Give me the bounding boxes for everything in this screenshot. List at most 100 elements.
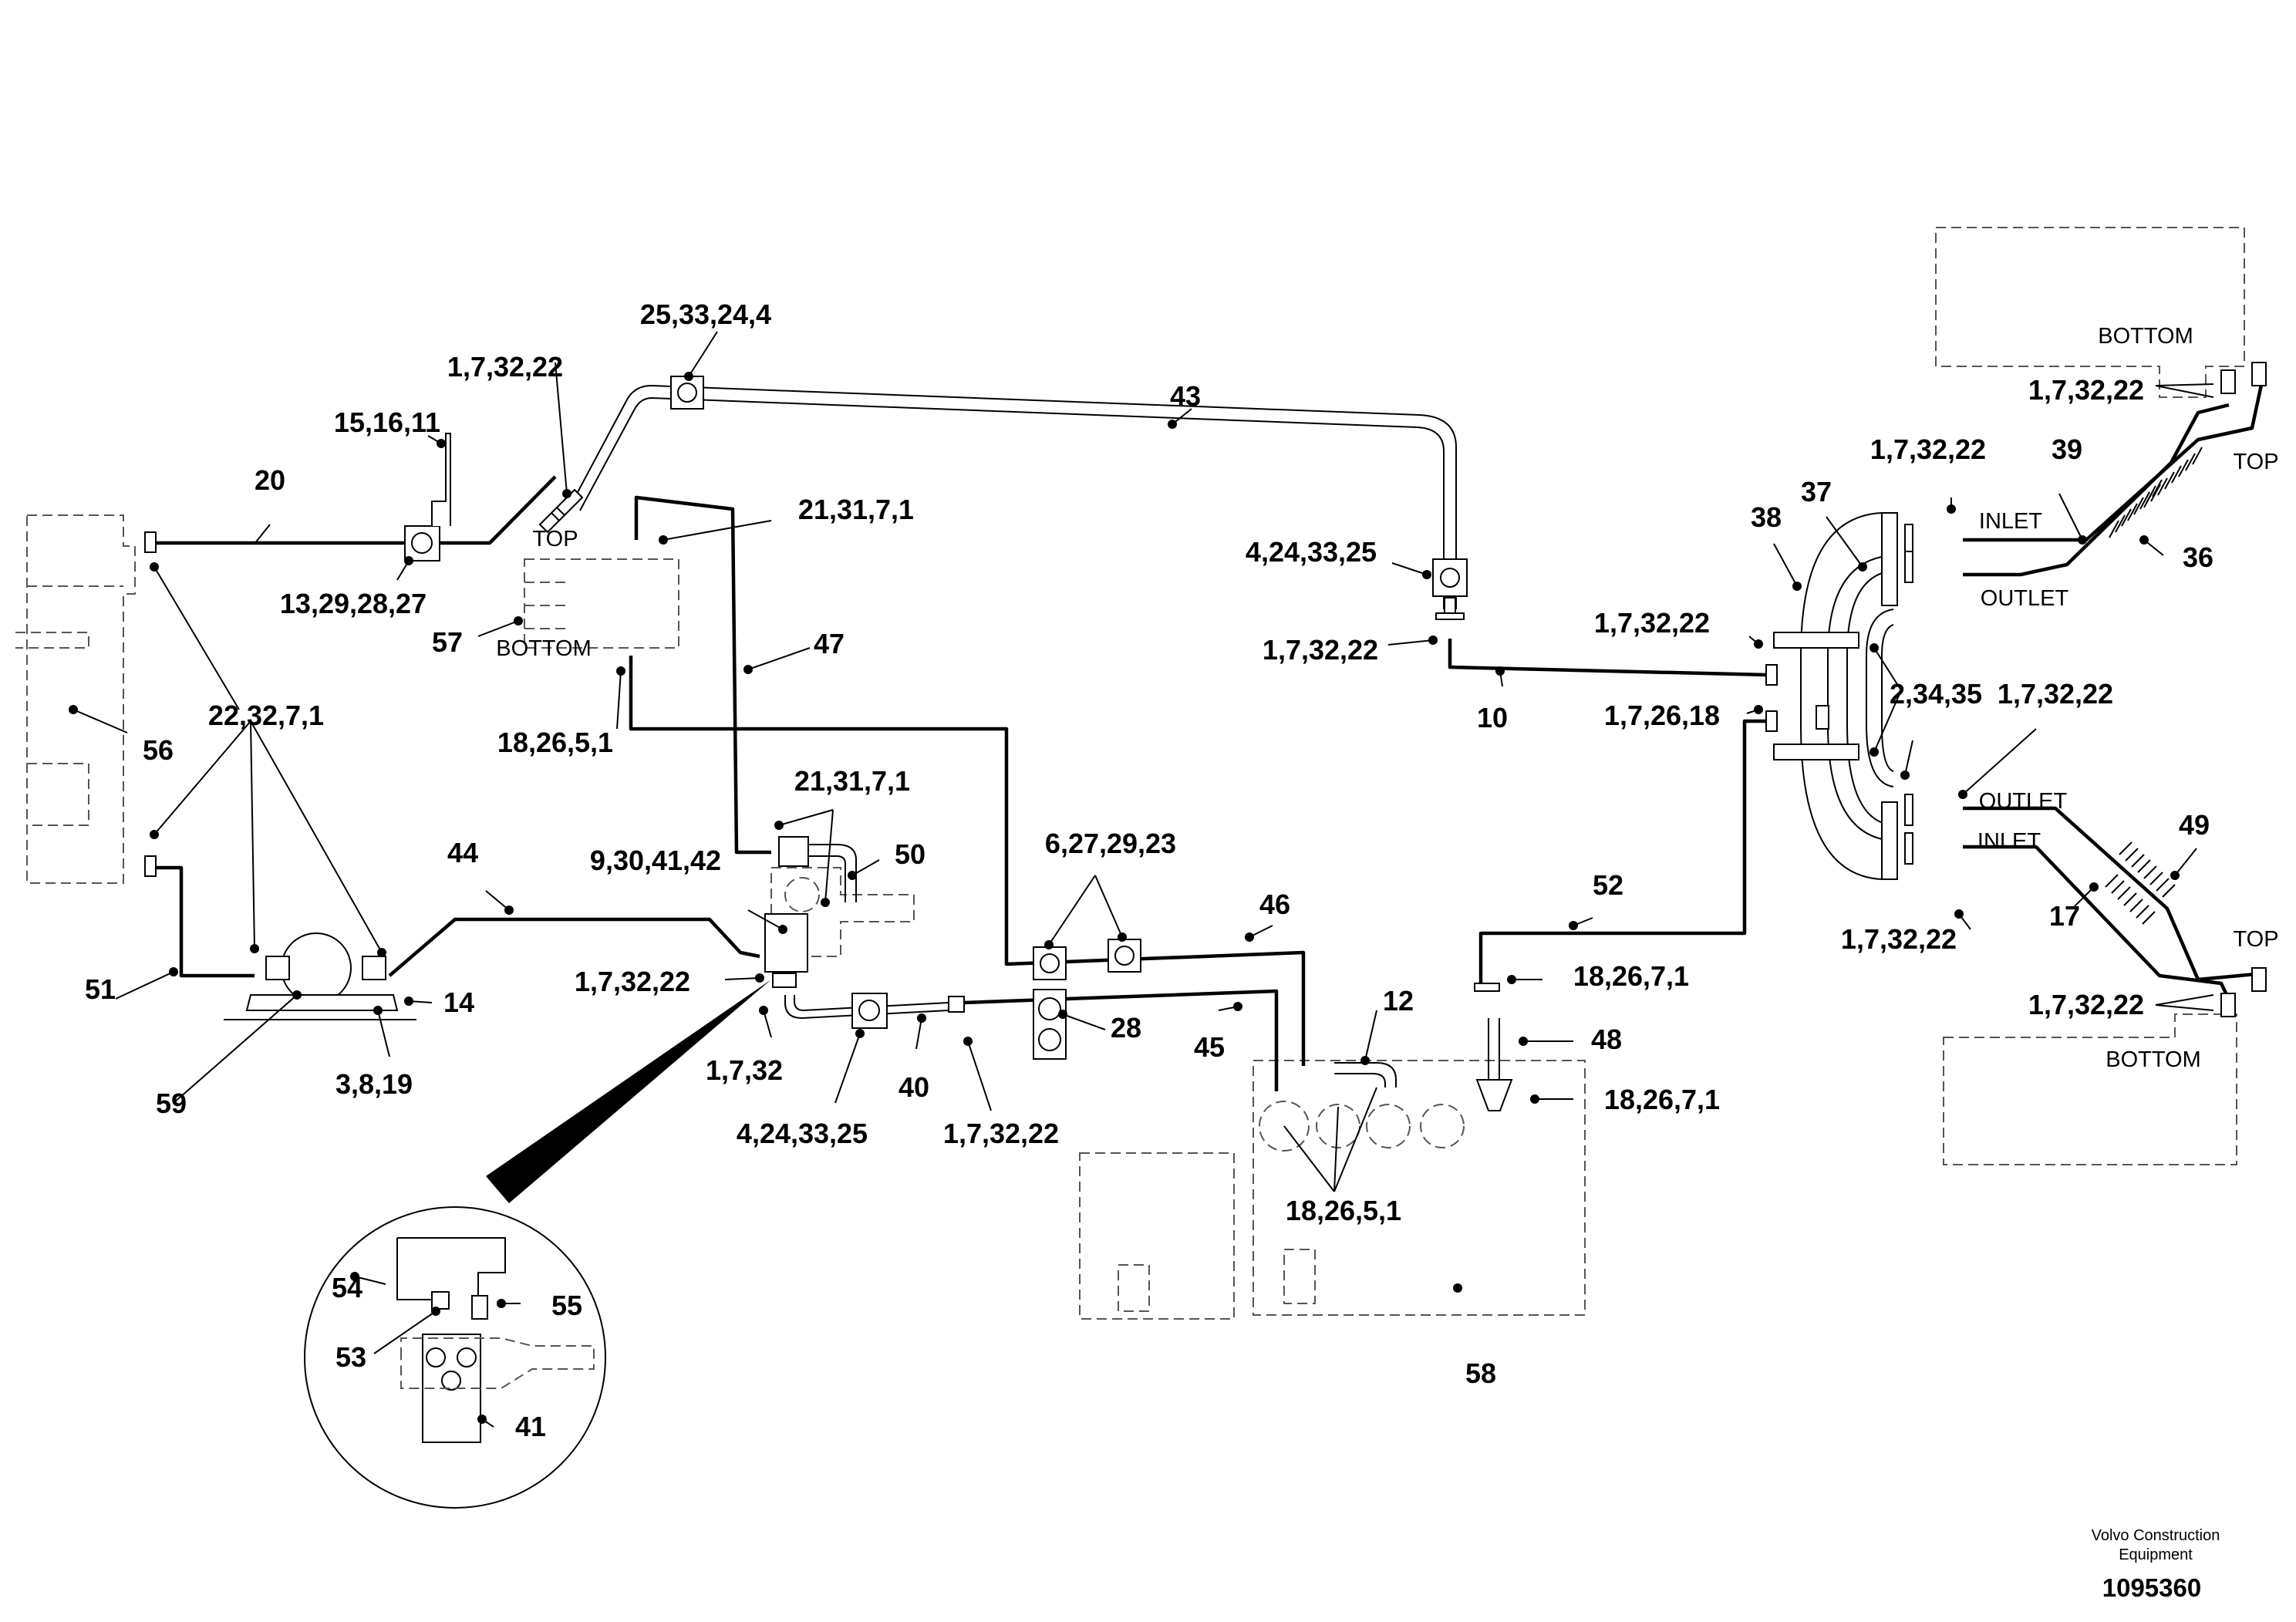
component-57-valve-outline [524, 558, 679, 649]
callout-28: 28 [1111, 1012, 1141, 1044]
callout-37: 37 [1801, 476, 1832, 508]
label-top: TOP [2233, 450, 2278, 474]
component-56-tank-outline [15, 514, 136, 884]
hose-45 [963, 989, 1279, 1091]
spring-guard-17 [2105, 874, 2156, 925]
callout-49: 49 [2179, 809, 2210, 841]
hose-10 [1448, 639, 1767, 677]
callout-1-7-32-22: 1,7,32,22 [1841, 923, 1957, 955]
callout-18-26-7-1: 18,26,7,1 [1604, 1084, 1720, 1115]
document-number: 1095360 [2102, 1573, 2201, 1602]
pipe-43-upper-rigid [570, 384, 1457, 609]
callout-13-29-28-27: 13,29,28,27 [280, 588, 426, 619]
callout-48: 48 [1591, 1023, 1622, 1055]
callout-1-7-32-22: 1,7,32,22 [943, 1118, 1059, 1149]
callout-1-7-32-22: 1,7,32,22 [2028, 374, 2144, 406]
callout-6-27-29-23: 6,27,29,23 [1045, 828, 1176, 859]
callout-56: 56 [143, 734, 174, 766]
clamp-6-27-29-23 [1033, 939, 1141, 980]
callout-50: 50 [895, 838, 925, 870]
callout-3-8-19: 3,8,19 [335, 1068, 413, 1100]
callout-4-24-33-25: 4,24,33,25 [1246, 536, 1377, 568]
callout-20: 20 [255, 464, 285, 496]
callout-44: 44 [447, 837, 478, 868]
label-bottom: BOTTOM [496, 636, 592, 661]
hose-46 [629, 656, 1306, 1066]
label-bottom: BOTTOM [2098, 324, 2193, 349]
clamp-4-24-33-25-upper [1432, 558, 1468, 620]
callout-12: 12 [1383, 985, 1414, 1017]
callout-1-7-32-22: 1,7,32,22 [447, 351, 563, 383]
callout-10: 10 [1477, 702, 1508, 733]
label-inlet: INLET [1979, 509, 2042, 534]
callout-18-26-5-1: 18,26,5,1 [1286, 1195, 1401, 1226]
callout-52: 52 [1593, 869, 1623, 901]
hose-36 [1963, 373, 2266, 542]
callout-57: 57 [432, 626, 463, 658]
component-50-valve-outline [770, 867, 915, 957]
callout-14: 14 [443, 986, 474, 1018]
callout-1-7-32-22: 1,7,32,22 [1870, 433, 1986, 465]
hose-17 [1963, 845, 2233, 1003]
callout-59: 59 [156, 1088, 187, 1119]
fitting-21-31-7-1-valve [778, 836, 857, 902]
callout-40: 40 [899, 1071, 929, 1103]
clamp-25-33-24-4 [670, 376, 704, 410]
valve-9-30-41-42 [764, 913, 808, 988]
callout-2-34-35: 2,34,35 [1890, 678, 1982, 710]
callout-1-7-32-22: 1,7,32,22 [2028, 989, 2144, 1020]
callout-17: 17 [2049, 900, 2080, 932]
spring-guard-49 [2119, 841, 2176, 898]
clamp-28 [1033, 989, 1067, 1060]
callout-58: 58 [1465, 1357, 1496, 1389]
hose-51 [150, 865, 255, 978]
callout-18-26-5-1: 18,26,5,1 [497, 727, 613, 758]
hose-20 [150, 475, 557, 545]
callout-1-7-26-18: 1,7,26,18 [1604, 700, 1720, 731]
brand-line-1: Volvo Construction [2092, 1527, 2220, 1544]
pipe-40-45-lower-rigid [784, 995, 949, 1020]
hose-49 [1963, 806, 2264, 982]
pipe-12-elbow [1334, 1062, 1397, 1088]
component-lower-right-cooler-outline [1943, 1013, 2237, 1165]
manifold-2-34-35 [1773, 512, 1913, 880]
callout-45: 45 [1194, 1031, 1225, 1063]
detail-inset [304, 980, 771, 1509]
spring-guard-39 [2109, 479, 2163, 538]
component-upper-right-cooler-outline [1935, 227, 2245, 398]
hose-52 [1478, 719, 1766, 991]
brand-line-2: Equipment [2119, 1546, 2193, 1563]
callout-21-31-7-1: 21,31,7,1 [794, 765, 910, 797]
callout-43: 43 [1170, 380, 1201, 412]
fitting-1-7-32-22-ends [144, 362, 2267, 1111]
spring-guard-36 [2143, 447, 2203, 508]
callout-36: 36 [2183, 541, 2213, 573]
leader-dots [69, 372, 2180, 1424]
callout-4-24-33-25: 4,24,33,25 [737, 1118, 868, 1149]
callout-47: 47 [814, 628, 845, 659]
callout-51: 51 [85, 973, 116, 1005]
callout-38: 38 [1751, 501, 1782, 533]
callout-22-32-7-1: 22,32,7,1 [208, 700, 324, 731]
callout-53: 53 [335, 1341, 366, 1373]
callout-25-33-24-4: 25,33,24,4 [640, 298, 771, 330]
hose-47 [634, 495, 771, 855]
callout-1-7-32-22: 1,7,32,22 [575, 966, 690, 997]
callout-21-31-7-1: 21,31,7,1 [798, 494, 914, 525]
callout-39: 39 [2052, 433, 2082, 465]
label-bottom: BOTTOM [2106, 1047, 2201, 1072]
callout-54: 54 [332, 1272, 362, 1303]
coupling-1-7-32-22 [538, 488, 584, 534]
callout-15-16-11: 15,16,11 [334, 406, 440, 438]
clamp-13-29-28-27 [404, 433, 451, 561]
component-58-block-outline [1079, 1060, 1586, 1320]
callout-1-7-32-22: 1,7,32,22 [1998, 678, 2113, 710]
callout-46: 46 [1259, 889, 1290, 920]
callout-1-7-32-22: 1,7,32,22 [1594, 607, 1710, 639]
label-outlet: OUTLET [1981, 586, 2069, 611]
leader-lines [72, 331, 2214, 1428]
callout-1-7-32: 1,7,32 [706, 1054, 783, 1086]
label-top: TOP [532, 527, 578, 551]
orientation-labels: TOP BOTTOM BOTTOM TOP INLET OUTLET OUTLE… [496, 324, 2278, 1072]
